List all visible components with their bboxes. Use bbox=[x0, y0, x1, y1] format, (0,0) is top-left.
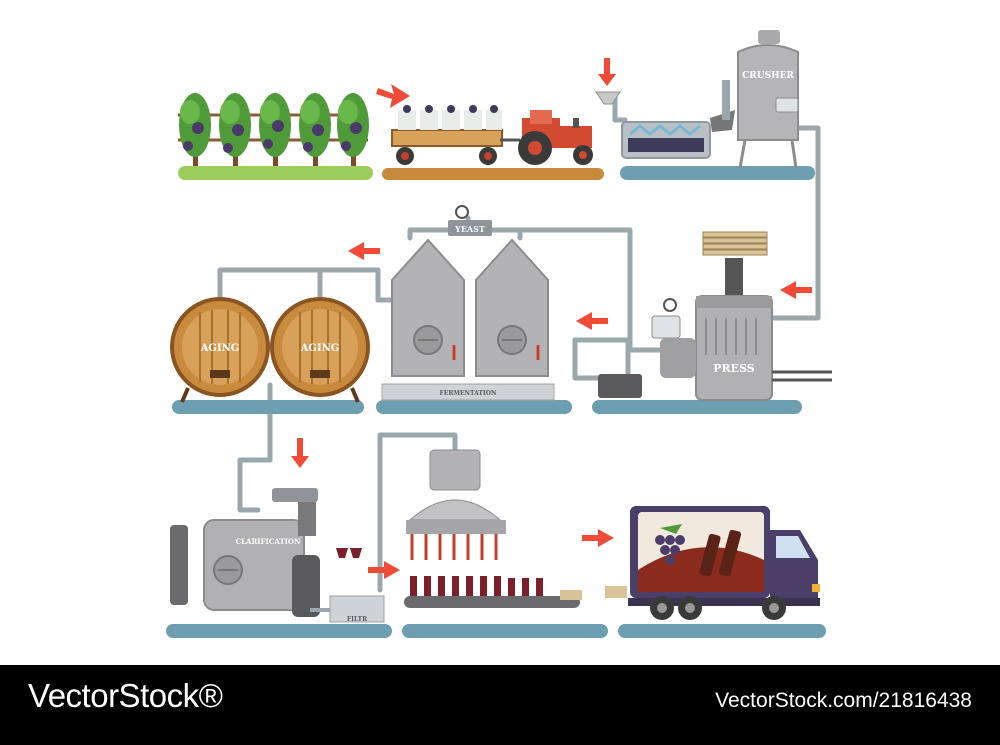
grape-vine-3 bbox=[259, 93, 291, 166]
arrow-down-icon bbox=[598, 58, 616, 86]
watermark-bar: VectorStock® VectorStock.com/21816438 bbox=[0, 665, 1000, 745]
tractor-with-trailer bbox=[382, 105, 604, 180]
aging-label-2: AGING bbox=[300, 343, 340, 354]
yeast-label: YEAST bbox=[454, 224, 485, 234]
wine-bottles bbox=[410, 576, 543, 596]
grape-crates bbox=[398, 105, 502, 130]
process-illustration: CRUSHER PRESS bbox=[166, 30, 832, 638]
press-plates bbox=[702, 231, 768, 256]
fermentation-label: FERMENTATION bbox=[440, 390, 497, 397]
flow-arrows bbox=[291, 58, 812, 579]
aging-barrel-2: AGING bbox=[270, 297, 370, 397]
delivery-truck bbox=[618, 506, 826, 638]
clarification-label: CLARIFICATION bbox=[236, 537, 301, 546]
crusher-label: CRUSHER bbox=[742, 71, 794, 81]
arrow-left-icon bbox=[576, 312, 608, 330]
fermentation-tank-1 bbox=[391, 238, 465, 377]
grape-vine-5 bbox=[337, 93, 369, 166]
aging-barrel-1: AGING bbox=[170, 297, 270, 397]
arrow-left-icon bbox=[348, 242, 380, 260]
grape-vine-2 bbox=[219, 93, 251, 166]
press-station: PRESS bbox=[592, 231, 832, 414]
press-label: PRESS bbox=[713, 362, 754, 375]
grape-vine-1 bbox=[179, 93, 211, 166]
arrow-down-icon bbox=[291, 438, 309, 468]
arrow-right-icon bbox=[368, 561, 400, 579]
arrow-right-icon bbox=[376, 84, 410, 108]
vineyard bbox=[178, 93, 373, 180]
grape-bunch-icon bbox=[655, 535, 685, 565]
arrow-right-icon bbox=[582, 529, 614, 547]
bottling-station bbox=[402, 449, 627, 638]
fermentation-tank-2 bbox=[475, 238, 549, 377]
arrow-left-icon bbox=[780, 281, 812, 299]
crusher-station: CRUSHER bbox=[595, 30, 815, 180]
fermentation-station: YEAST FERMENTATION bbox=[376, 205, 572, 414]
filter-label: FILTR bbox=[347, 616, 368, 623]
aging-station: AGING AGING bbox=[170, 297, 370, 414]
clarification-station: CLARIFICATION FILTR bbox=[166, 488, 392, 638]
watermark-logo: VectorStock® bbox=[28, 677, 223, 714]
pipes bbox=[217, 92, 821, 593]
filling-nozzles bbox=[410, 534, 498, 560]
grape-vine-4 bbox=[299, 93, 331, 166]
aging-label-1: AGING bbox=[200, 343, 240, 354]
watermark-image-id: VectorStock.com/21816438 bbox=[715, 689, 972, 712]
